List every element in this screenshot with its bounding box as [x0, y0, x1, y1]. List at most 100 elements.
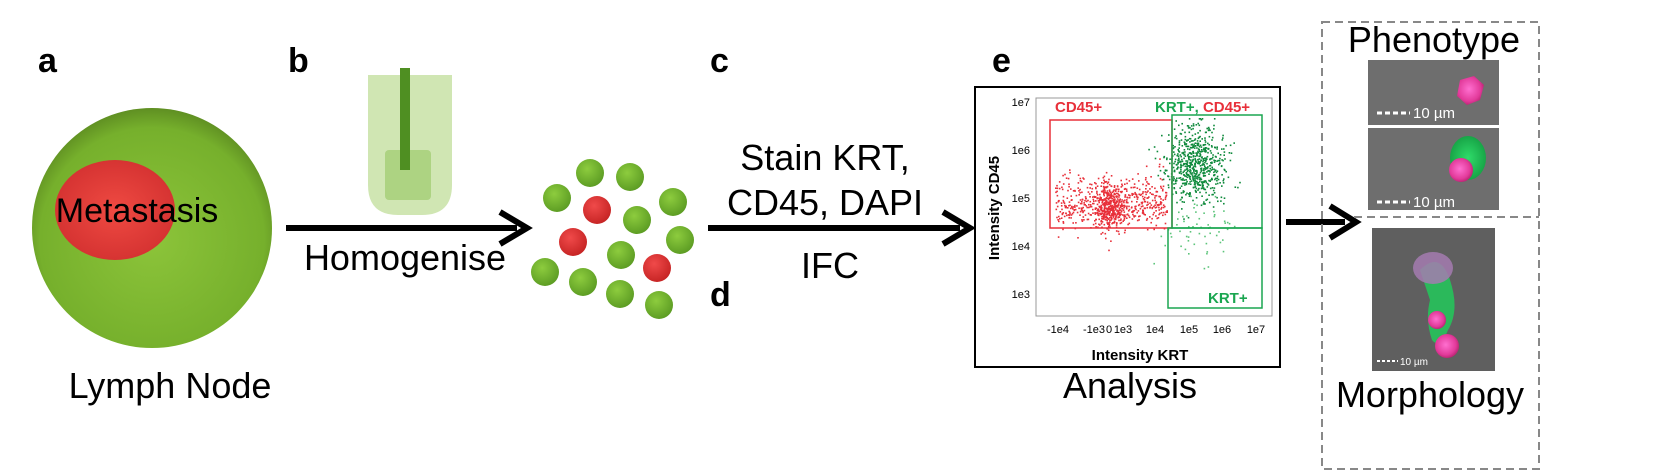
scatter-point [1109, 219, 1111, 222]
scatter-point [1099, 224, 1101, 226]
scatter-point [1096, 190, 1098, 193]
scatter-point [1109, 205, 1112, 207]
scatter-point [1194, 138, 1197, 140]
scatter-point [1087, 199, 1089, 202]
scatter-point [1118, 207, 1121, 210]
scatter-point [1107, 225, 1110, 228]
scatter-point [1158, 213, 1160, 216]
scatter-point [1133, 209, 1135, 212]
scatter-point [1099, 212, 1101, 215]
scatter-point [1194, 162, 1196, 165]
scatter-point [1121, 199, 1123, 201]
scatter-point [1183, 220, 1185, 223]
scatter-point [1184, 151, 1186, 153]
scatter-point [1146, 206, 1149, 209]
gate-label-krt-cd45: KRT+, CD45+ [1155, 99, 1250, 116]
scatter-point [1070, 217, 1072, 219]
scatter-point [1228, 222, 1231, 225]
scatter-point [1188, 226, 1190, 228]
scatter-point [1168, 134, 1170, 136]
scatter-point [1103, 217, 1105, 220]
scatter-point [1186, 176, 1189, 179]
scatter-point [1107, 229, 1110, 231]
scatter-point [1204, 149, 1206, 151]
scatter-point [1063, 201, 1065, 203]
scatter-point [1207, 166, 1209, 168]
scatter-point [1197, 176, 1199, 179]
scatter-point [1213, 124, 1215, 127]
scatter-point [1120, 211, 1123, 213]
scatter-point [1134, 191, 1136, 194]
scatter-point [1195, 197, 1198, 199]
scatter-point [1108, 178, 1110, 181]
scatter-point [1119, 199, 1121, 201]
scatter-point [1157, 217, 1160, 219]
scatter-point [1192, 124, 1195, 127]
scatter-point [1116, 222, 1118, 224]
scatter-point [1106, 210, 1109, 213]
scatter-point [1147, 190, 1149, 192]
scatter-point [1172, 144, 1174, 147]
scatter-point [1195, 170, 1197, 172]
scatter-point [1100, 204, 1102, 207]
x-tick-label: 1e4 [1146, 324, 1164, 336]
scatter-point [1081, 191, 1083, 194]
scale-bar-label: 10 µm [1413, 105, 1455, 122]
scatter-point [1177, 166, 1179, 169]
x-tick-label: 1e7 [1247, 324, 1265, 336]
scatter-point [1164, 205, 1166, 208]
scatter-point [1162, 178, 1165, 181]
scatter-point [1172, 176, 1175, 178]
scatter-point [1162, 185, 1165, 188]
scatter-point [1205, 157, 1208, 159]
scatter-point [1078, 190, 1080, 192]
scatter-point [1188, 183, 1190, 185]
scatter-point [1181, 122, 1183, 125]
scatter-point [1110, 175, 1113, 177]
scatter-point [1118, 219, 1120, 222]
scatter-point [1189, 183, 1192, 185]
x-axis-label: Intensity KRT [1092, 347, 1189, 364]
scatter-point [1078, 194, 1080, 196]
scatter-point [1120, 204, 1123, 206]
scatter-point [1116, 213, 1118, 215]
scatter-point [1128, 208, 1131, 211]
scatter-point [1185, 160, 1187, 162]
scatter-point [1108, 194, 1111, 197]
scatter-point [1167, 140, 1169, 142]
scatter-point [1192, 166, 1195, 169]
scatter-point [1114, 202, 1116, 205]
scatter-point [1208, 201, 1211, 204]
scatter-point [1186, 162, 1189, 164]
scatter-point [1156, 204, 1159, 206]
scatter-point [1165, 192, 1168, 194]
scatter-point [1174, 136, 1176, 139]
scatter-point [1078, 207, 1080, 210]
scatter-point [1194, 158, 1196, 160]
scatter-point [1114, 198, 1116, 200]
scale-bar-label: 10 µm [1400, 357, 1428, 368]
scatter-point [1223, 210, 1225, 212]
scatter-point [1124, 205, 1126, 207]
scatter-point [1199, 155, 1202, 157]
scatter-point [1088, 206, 1090, 209]
scatter-point [1131, 194, 1134, 196]
scatter-point [1062, 195, 1065, 198]
scatter-point [1190, 125, 1193, 127]
scatter-point [1129, 194, 1131, 197]
scatter-point [1208, 170, 1211, 172]
scatter-point [1194, 165, 1197, 168]
scatter-point [1186, 192, 1188, 195]
scatter-point [1187, 125, 1190, 127]
scatter-point [1114, 190, 1117, 192]
scatter-point [1178, 211, 1180, 214]
image-results-box: Phenotype 10 µm 10 µm 10 µm Morphology [1321, 19, 1540, 470]
scatter-point [1100, 209, 1103, 212]
scatter-point [1175, 137, 1178, 140]
scatter-point [1181, 160, 1184, 163]
scatter-point [1190, 153, 1193, 155]
scatter-point [1192, 152, 1195, 154]
scatter-point [1206, 155, 1209, 158]
scatter-point [1189, 193, 1191, 196]
scatter-point [1101, 215, 1103, 218]
